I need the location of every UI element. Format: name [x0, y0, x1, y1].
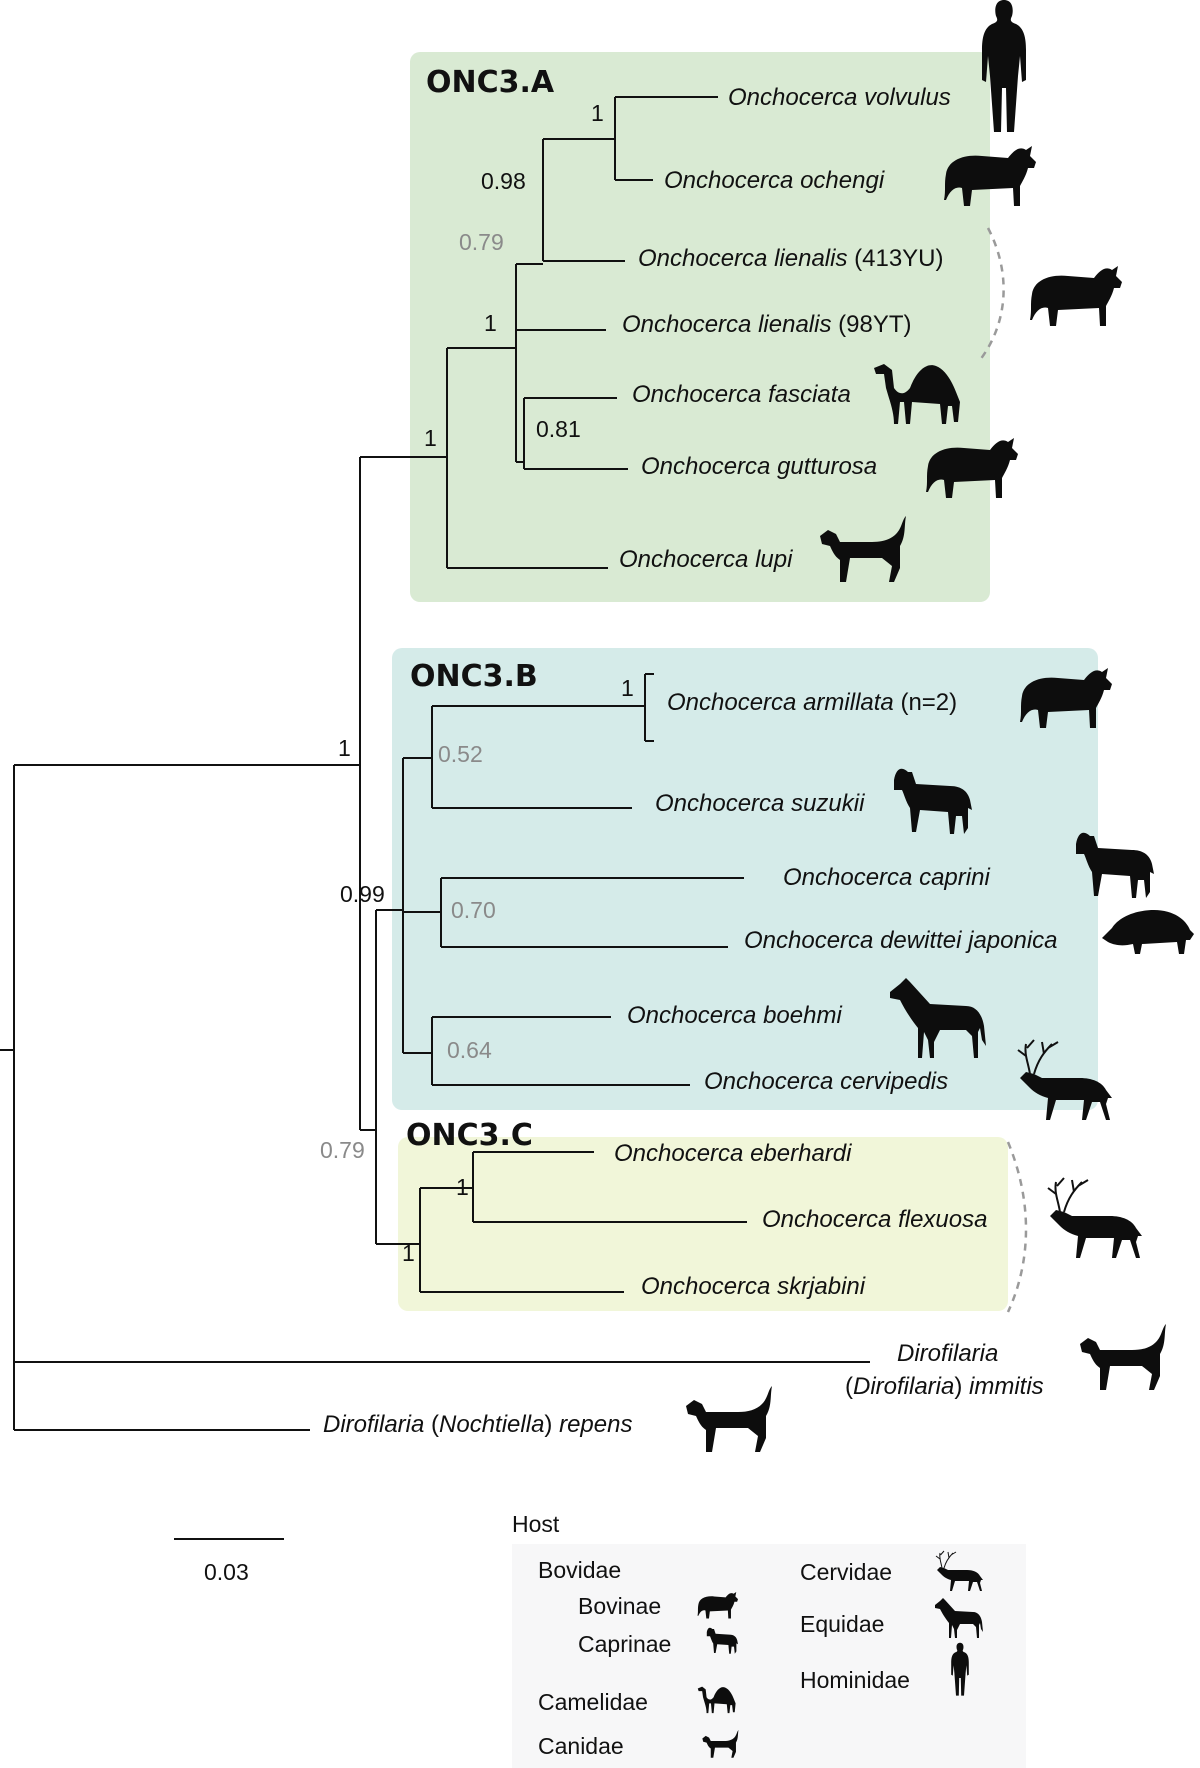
support-eberhardi-flexuosa: 1 [456, 1174, 469, 1200]
taxon-boehmi: Onchocerca boehmi [627, 1002, 842, 1029]
host-bracket-c-clade [1006, 1141, 1028, 1313]
taxon-lienalis-98yt: Onchocerca lienalis (98YT) [622, 311, 911, 338]
legend-hominidae: Hominidae [800, 1667, 910, 1693]
scale-label: 0.03 [204, 1559, 249, 1585]
legend-title: Host [512, 1511, 560, 1537]
support-b-c: 0.99 [340, 881, 385, 907]
legend-equidae: Equidae [800, 1611, 884, 1637]
clade-b-title: ONC3.B [410, 659, 538, 694]
support-volvulus-ochengi: 1 [591, 100, 604, 126]
bovine-icon [1030, 266, 1122, 326]
support-armillata: 1 [621, 675, 634, 701]
legend-bovinae: Bovinae [578, 1593, 661, 1619]
taxon-lupi: Onchocerca lupi [619, 546, 793, 573]
taxon-armillata: Onchocerca armillata (n=2) [667, 689, 957, 716]
taxon-fasciata: Onchocerca fasciata [632, 381, 851, 408]
clade-a-title: ONC3.A [426, 65, 555, 100]
legend-bovidae: Bovidae [538, 1557, 621, 1583]
legend-cervidae: Cervidae [800, 1559, 892, 1585]
taxon-immitis-rest: (Dirofilaria) immitis [845, 1373, 1044, 1400]
taxon-volvulus: Onchocerca volvulus [728, 84, 951, 111]
host-bracket-lienalis [978, 227, 1005, 361]
support-a-root: 1 [424, 425, 437, 451]
taxon-gutturosa: Onchocerca gutturosa [641, 453, 877, 480]
support-a-inner: 1 [484, 310, 497, 336]
legend-caprinae: Caprinae [578, 1631, 671, 1657]
legend-canidae: Canidae [538, 1733, 624, 1759]
taxon-suzukii: Onchocerca suzukii [655, 790, 865, 817]
clade-b-box [392, 648, 1098, 1110]
taxon-caprini: Onchocerca caprini [783, 864, 990, 891]
support-a-core: 0.98 [481, 168, 526, 194]
support-values: 1 0.98 0.79 1 0.81 1 1 0.52 0.70 0.64 0.… [320, 100, 634, 1266]
dog-icon [1080, 1324, 1166, 1390]
taxon-lienalis-413yu: Onchocerca lienalis (413YU) [638, 245, 944, 272]
support-c-b: 0.79 [320, 1137, 365, 1163]
clade-c-box [398, 1137, 1008, 1311]
support-boehmi-cervipedis: 0.64 [447, 1037, 492, 1063]
support-a-lienalis: 0.79 [459, 229, 504, 255]
taxon-repens: Dirofilaria (Nochtiella) repens [323, 1411, 632, 1438]
legend-camelidae: Camelidae [538, 1689, 648, 1715]
tree-branches [0, 96, 870, 1431]
host-legend: Host Bovidae Bovinae Caprinae Camelidae … [512, 1511, 1026, 1768]
support-c-root: 1 [402, 1240, 415, 1266]
dog-icon [686, 1386, 772, 1452]
support-a-bc: 1 [338, 735, 351, 761]
legend-box [512, 1544, 1026, 1768]
clade-c-title: ONC3.C [406, 1118, 533, 1153]
taxon-ochengi: Onchocerca ochengi [664, 167, 885, 194]
taxon-skrjabini: Onchocerca skrjabini [641, 1273, 866, 1300]
taxon-eberhardi: Onchocerca eberhardi [614, 1140, 852, 1167]
deer-icon [1047, 1177, 1143, 1259]
taxon-dewittei-japonica: Onchocerca dewittei japonica [744, 927, 1058, 954]
support-armillata-suzukii: 0.52 [438, 741, 483, 767]
boar-icon [1102, 910, 1194, 954]
taxon-cervipedis: Onchocerca cervipedis [704, 1068, 948, 1095]
support-caprini-dewittei: 0.70 [451, 897, 496, 923]
taxon-flexuosa: Onchocerca flexuosa [762, 1206, 987, 1233]
taxon-labels: Onchocerca volvulus Onchocerca ochengi O… [323, 84, 1058, 1438]
taxon-immitis-genus: Dirofilaria [897, 1340, 998, 1367]
clade-a-box [410, 52, 990, 602]
support-fasciata-gutturosa: 0.81 [536, 416, 581, 442]
